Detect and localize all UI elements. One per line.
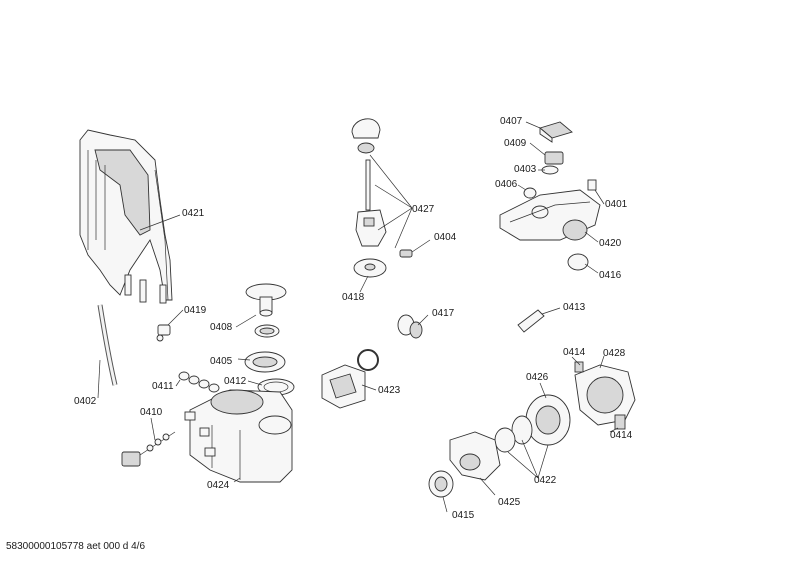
part-0417-coupling [397, 314, 423, 339]
label-0405: 0405 [210, 356, 233, 367]
part-0406-ring [523, 187, 537, 199]
label-0408: 0408 [210, 322, 233, 333]
part-0428-pump-housing [574, 364, 636, 426]
label-0414-bottom: 0414 [610, 430, 633, 441]
part-0405-nut-ring [244, 351, 286, 373]
label-0411: 0411 [152, 381, 174, 392]
label-0410: 0410 [140, 407, 163, 418]
label-0407: 0407 [500, 116, 523, 127]
part-0408-knob [245, 283, 287, 317]
part-0407-cover [539, 121, 573, 143]
label-0424: 0424 [207, 480, 230, 491]
part-0414-clip-bottom [614, 414, 626, 430]
part-0413-pin [517, 309, 545, 333]
label-0423: 0423 [378, 385, 401, 396]
label-0422: 0422 [534, 475, 557, 486]
label-0416: 0416 [599, 270, 622, 281]
part-0410-valve [121, 431, 176, 467]
label-0418: 0418 [342, 292, 365, 303]
label-0412: 0412 [224, 376, 247, 387]
part-0414-clip-top [574, 361, 584, 373]
label-0409: 0409 [504, 138, 527, 149]
document-id-footer: 58300000105778 aet 000 d 4/6 [6, 541, 146, 552]
part-0409-connector [544, 151, 564, 165]
label-0415: 0415 [452, 510, 475, 521]
part-0424-tank [184, 389, 293, 483]
part-labels: 0421 0419 0402 0408 0405 0411 0412 0410 … [74, 116, 633, 521]
label-0425: 0425 [498, 497, 521, 508]
leader-lines [97, 121, 619, 513]
label-0402: 0402 [74, 396, 97, 407]
part-0411-orings [178, 371, 220, 393]
part-0420-manifold [499, 189, 601, 241]
label-0401: 0401 [605, 199, 628, 210]
part-0422-rings [494, 415, 533, 453]
label-0427: 0427 [412, 204, 435, 215]
label-0420: 0420 [599, 238, 622, 249]
label-0419: 0419 [184, 305, 207, 316]
part-0427-float [351, 118, 387, 247]
label-0413: 0413 [563, 302, 586, 313]
label-0421: 0421 [182, 208, 205, 219]
part-0404-sensor [399, 249, 413, 258]
part-0401-clip [587, 179, 597, 191]
label-0414-top: 0414 [563, 347, 586, 358]
label-0417: 0417 [432, 308, 455, 319]
part-0426-impeller [525, 394, 571, 446]
label-0403: 0403 [514, 164, 537, 175]
label-0406: 0406 [495, 179, 518, 190]
part-0416-clamp [567, 253, 589, 271]
part-0419-clip [156, 324, 171, 342]
label-0426: 0426 [526, 372, 549, 383]
part-0423-motor [321, 349, 379, 409]
label-0404: 0404 [434, 232, 457, 243]
part-0415-seal [428, 470, 454, 498]
part-0421-frame [79, 129, 173, 304]
part-0425-pump-body [449, 431, 501, 481]
label-0428: 0428 [603, 348, 626, 359]
